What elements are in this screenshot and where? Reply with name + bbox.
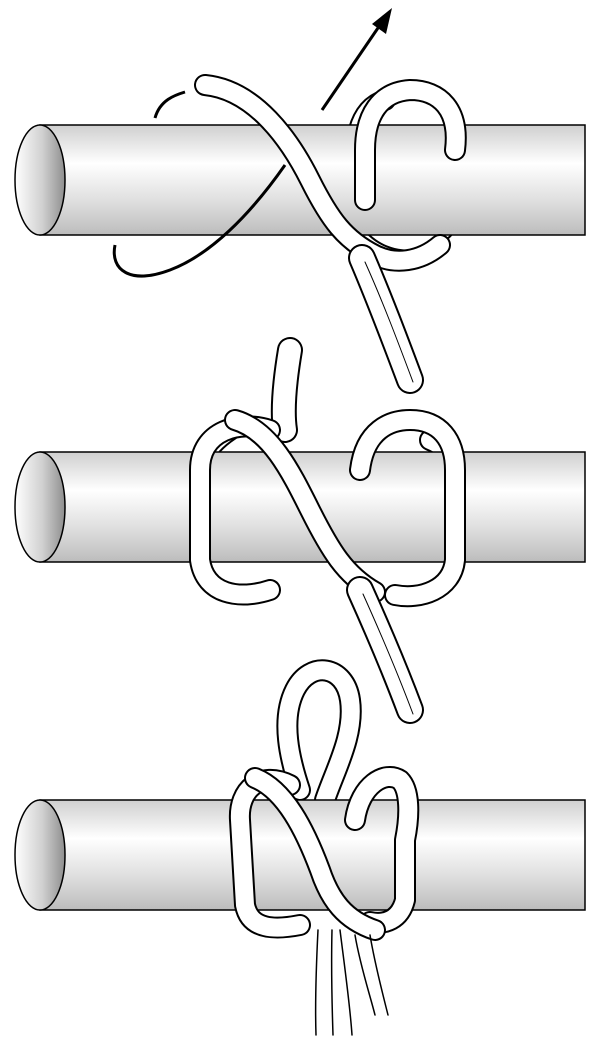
step-1 xyxy=(15,8,585,382)
motion-path-dashed xyxy=(155,92,185,118)
rope-tails-3 xyxy=(316,930,388,1035)
step-2 xyxy=(15,350,585,714)
step-3 xyxy=(15,670,585,1035)
